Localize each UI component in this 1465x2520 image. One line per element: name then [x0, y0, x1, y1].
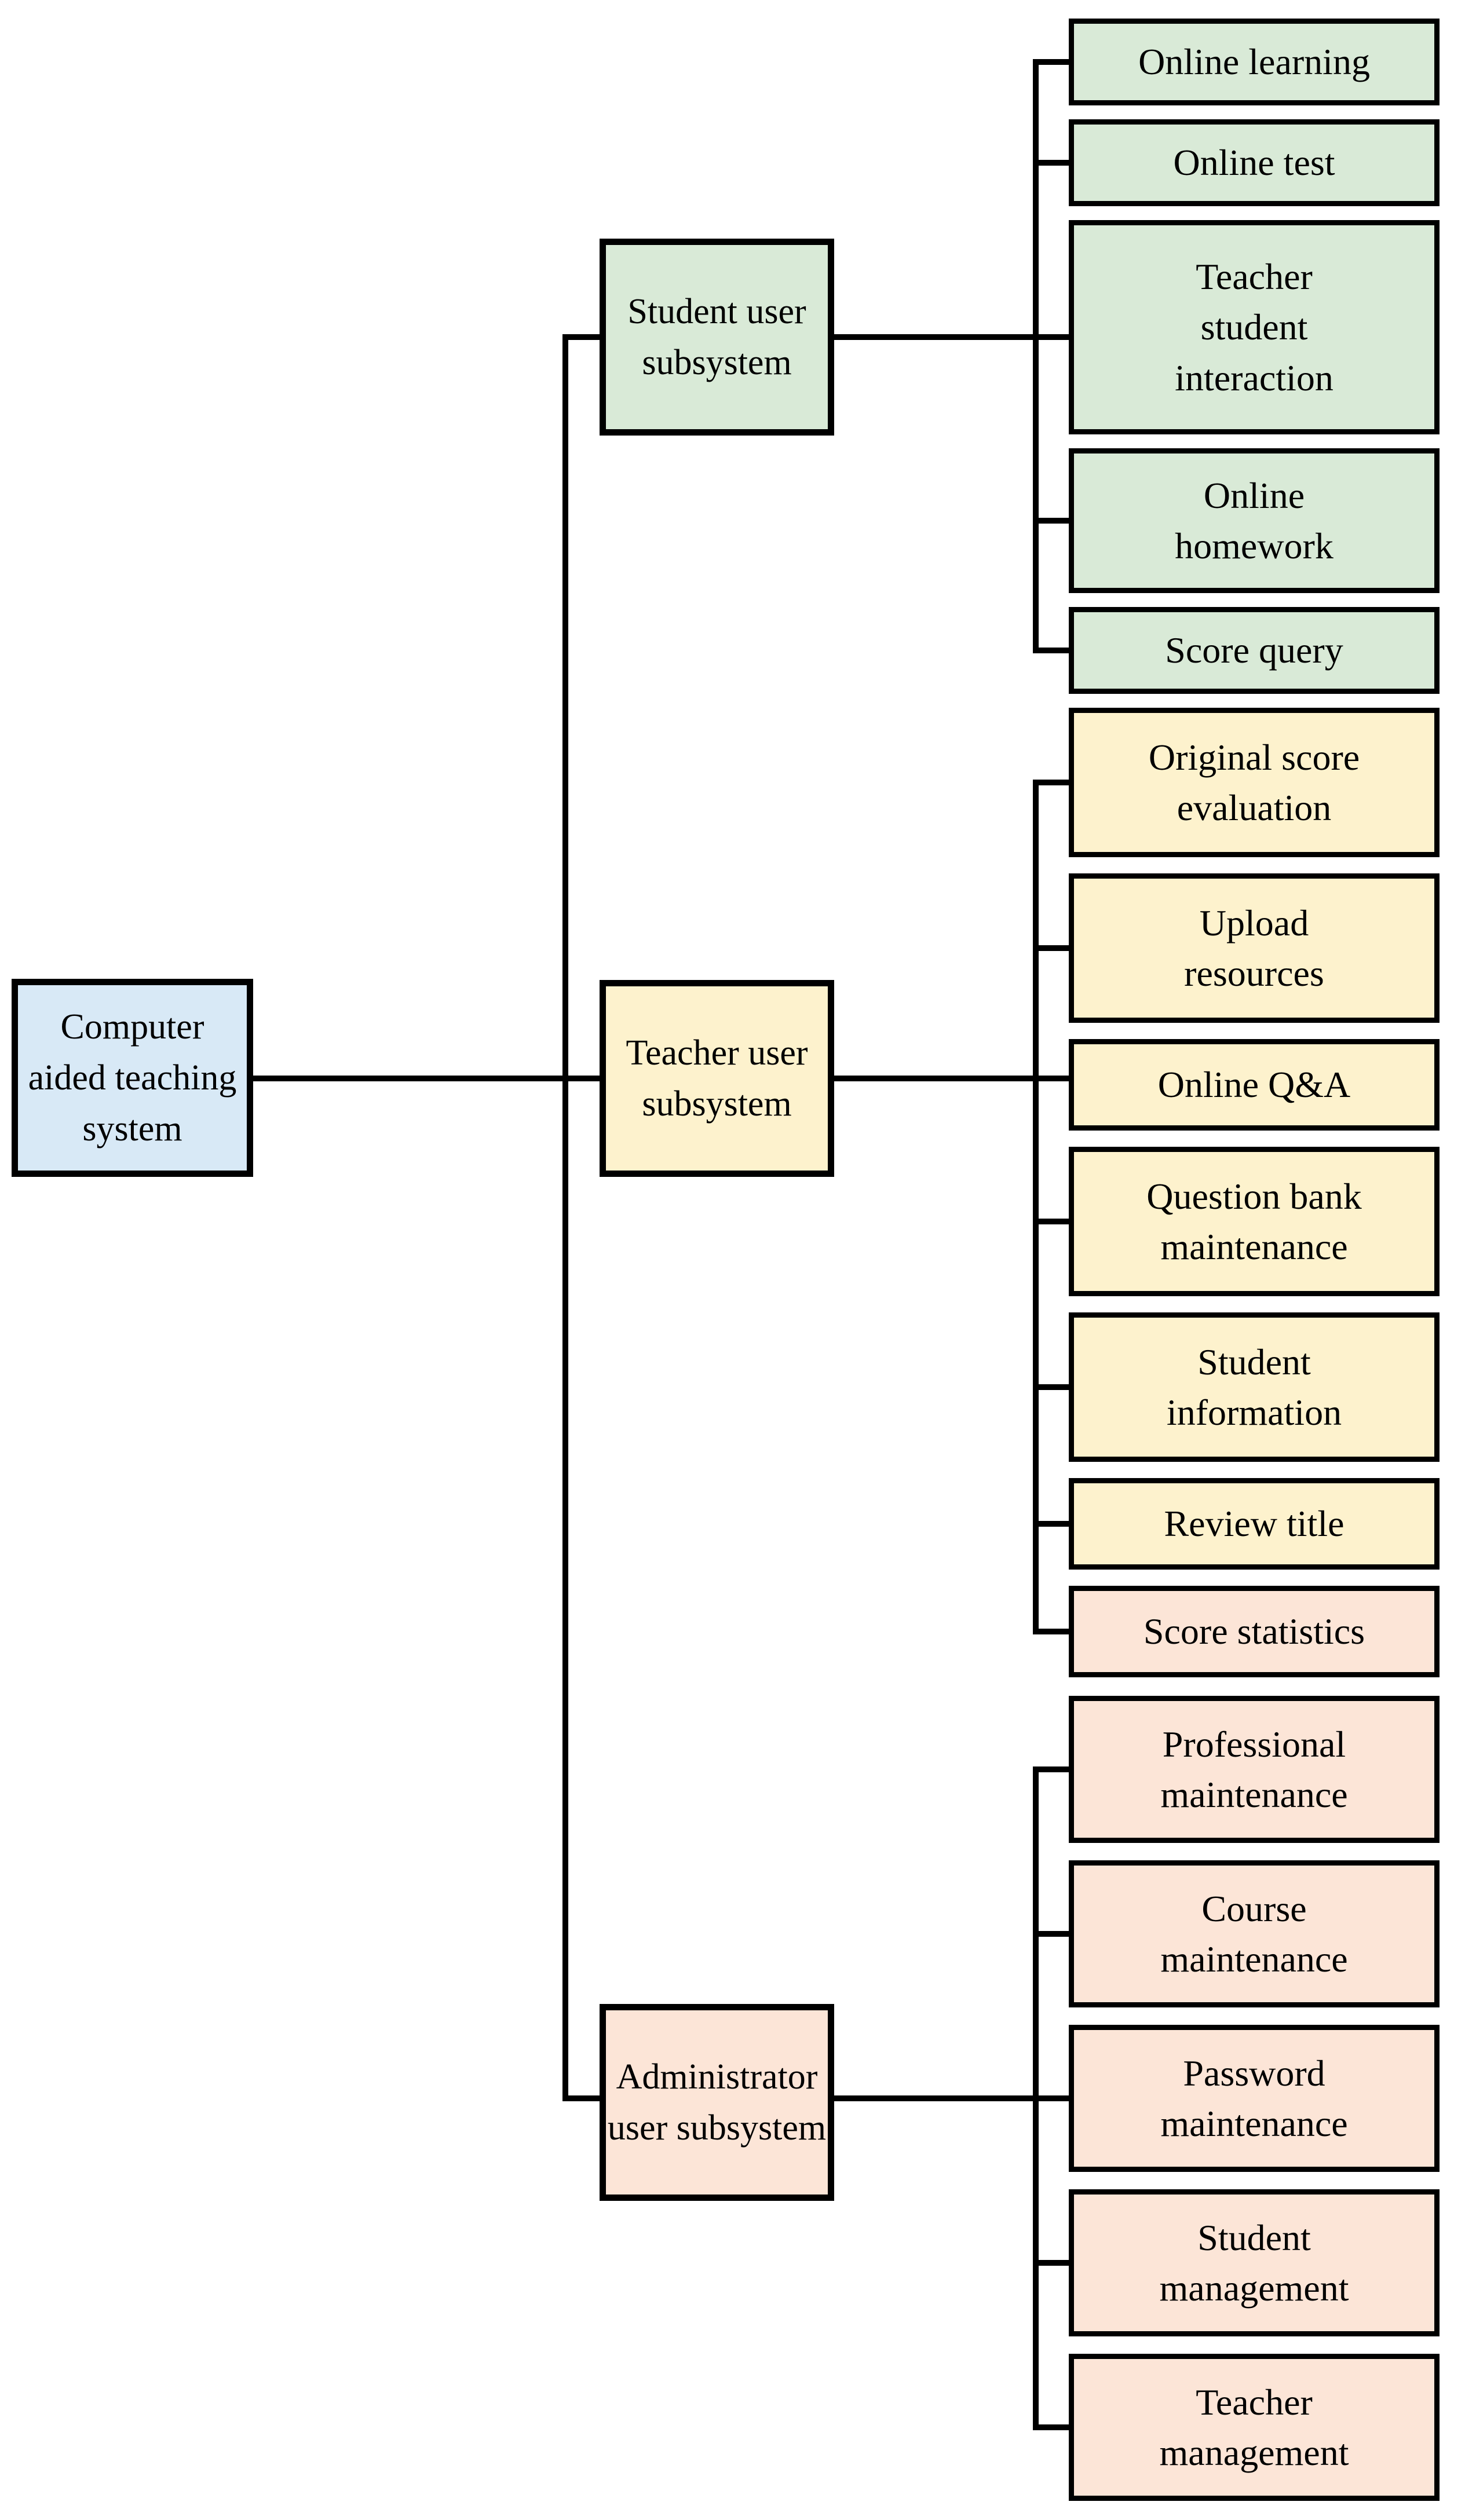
rail-teacher-leaves	[1033, 780, 1039, 1634]
stub-online-homework	[1036, 518, 1069, 524]
leaf-teacher-student-interaction: Teacher student interaction	[1069, 220, 1440, 434]
leaf-student-information: Student information	[1069, 1312, 1440, 1462]
stub-course-maintenance	[1036, 1931, 1069, 1937]
leaf-course-maintenance: Course maintenance	[1069, 1860, 1440, 2007]
leaf-online-qa: Online Q&A	[1069, 1039, 1440, 1131]
stub-original-score-evaluation	[1036, 780, 1069, 785]
leaf-teacher-management: Teacher management	[1069, 2354, 1440, 2501]
connector-trunk-to-admin	[562, 2095, 600, 2101]
rail-admin-leaves	[1033, 1766, 1039, 2430]
stub-student-information	[1036, 1384, 1069, 1390]
leaf-password-maintenance: Password maintenance	[1069, 2025, 1440, 2172]
connector-admin-to-leaves	[834, 2095, 1069, 2101]
stub-online-learning	[1036, 59, 1069, 65]
leaf-online-homework: Online homework	[1069, 448, 1440, 593]
connector-trunk-to-student	[562, 334, 600, 340]
leaf-student-management: Student management	[1069, 2189, 1440, 2336]
stub-student-management	[1036, 2260, 1069, 2266]
leaf-question-bank-maintenance: Question bank maintenance	[1069, 1147, 1440, 1296]
leaf-original-score-evaluation: Original score evaluation	[1069, 708, 1440, 857]
leaf-online-learning: Online learning	[1069, 19, 1440, 105]
root-box: Computer aided teaching system	[12, 979, 253, 1177]
subsystem-box-teacher: Teacher user subsystem	[600, 980, 834, 1177]
stub-upload-resources	[1036, 945, 1069, 951]
connector-trunk	[562, 334, 568, 2101]
stub-score-statistics	[1036, 1629, 1069, 1634]
stub-score-query	[1036, 648, 1069, 653]
connector-student-to-leaves	[834, 334, 1069, 340]
stub-professional-maintenance	[1036, 1766, 1069, 1772]
rail-student-leaves	[1033, 59, 1039, 653]
leaf-professional-maintenance: Professional maintenance	[1069, 1696, 1440, 1843]
stub-question-bank-maintenance	[1036, 1219, 1069, 1224]
leaf-review-title: Review title	[1069, 1478, 1440, 1570]
connector-root-to-teacher	[253, 1076, 600, 1081]
leaf-upload-resources: Upload resources	[1069, 873, 1440, 1023]
stub-teacher-management	[1036, 2424, 1069, 2430]
connector-teacher-to-leaves	[834, 1076, 1069, 1081]
subsystem-box-student: Student user subsystem	[600, 239, 834, 436]
leaf-score-query: Score query	[1069, 607, 1440, 694]
subsystem-box-admin: Administrator user subsystem	[600, 2004, 834, 2201]
stub-online-test	[1036, 160, 1069, 166]
leaf-score-statistics: Score statistics	[1069, 1586, 1440, 1677]
stub-review-title	[1036, 1521, 1069, 1527]
leaf-online-test: Online test	[1069, 119, 1440, 206]
